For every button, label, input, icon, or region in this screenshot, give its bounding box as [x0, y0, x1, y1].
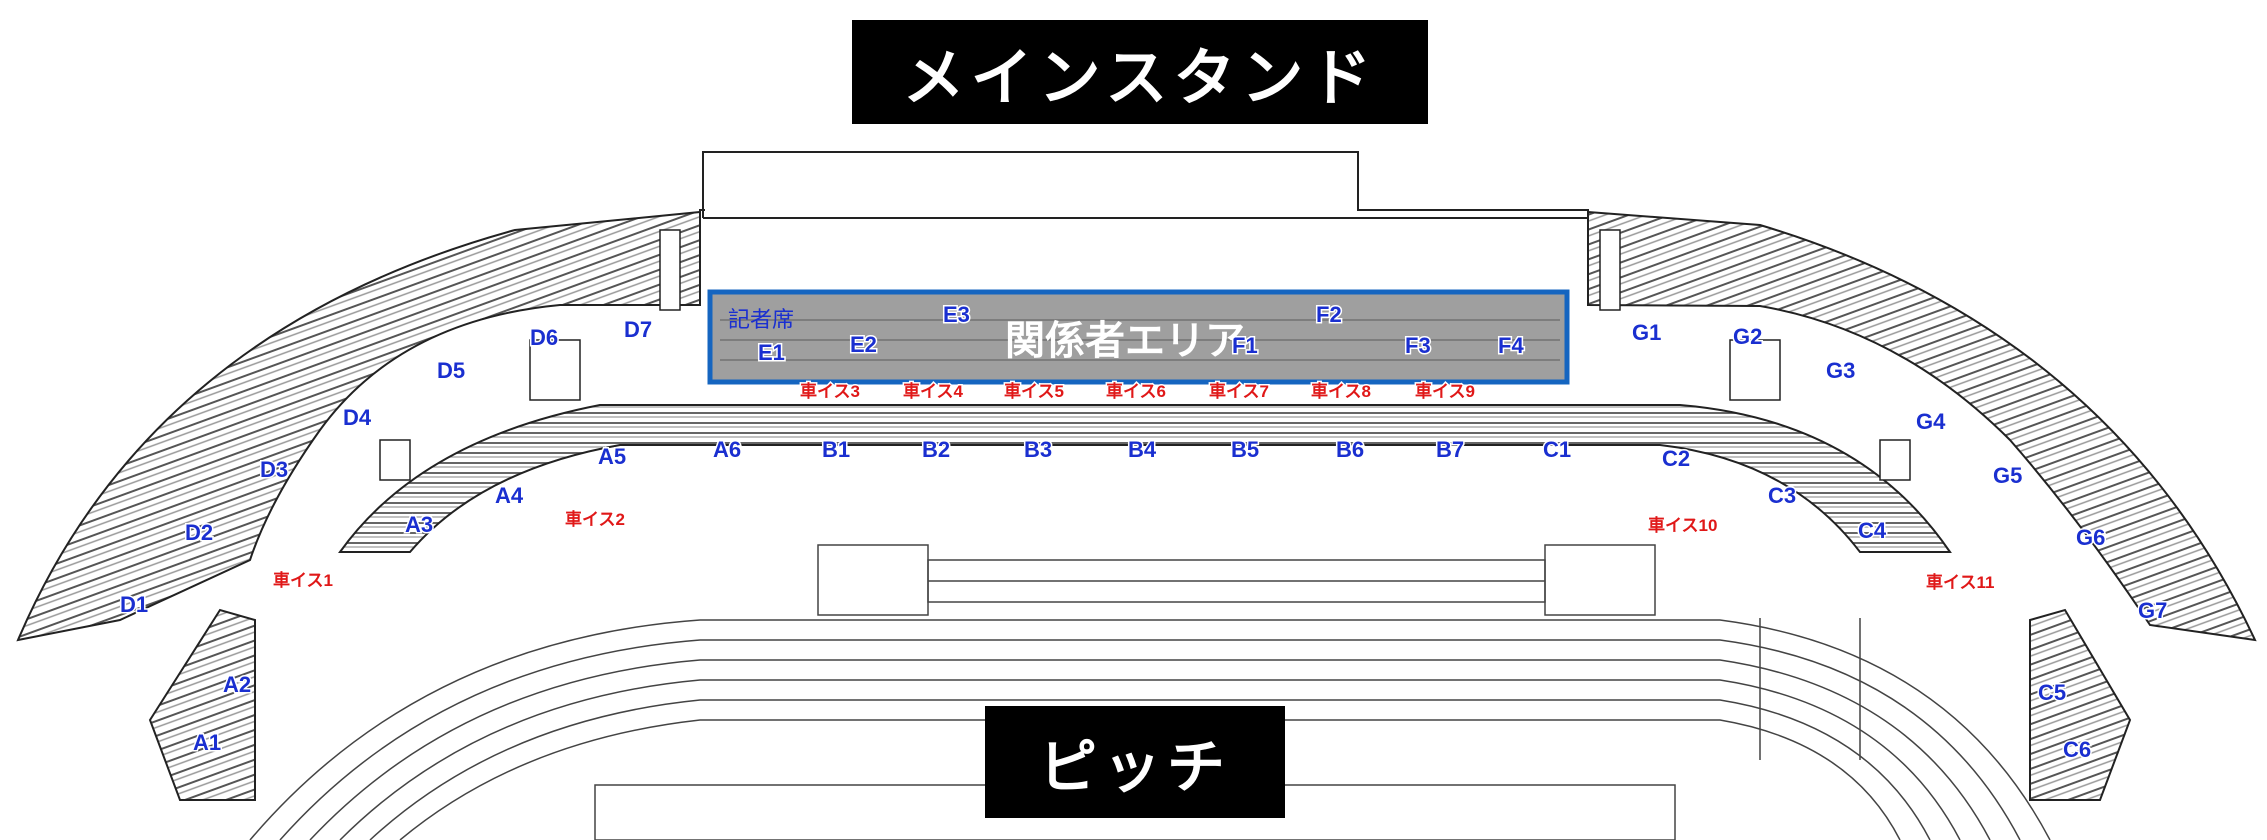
- block-label-F1: F1: [1232, 333, 1258, 358]
- block-label-E2: E2: [850, 332, 877, 357]
- block-label-B3: B3: [1024, 437, 1052, 462]
- block-label-G5: G5: [1993, 463, 2022, 488]
- wheelchair-label-6: 車イス6: [1106, 381, 1166, 401]
- press-seat-label: 記者席: [728, 308, 794, 333]
- block-label-D2: D2: [185, 520, 213, 545]
- staff-area-seats: [720, 319, 1560, 361]
- block-label-G1: G1: [1632, 320, 1661, 345]
- block-label-G7: G7: [2138, 598, 2167, 623]
- block-label-A1: A1: [193, 730, 221, 755]
- block-label-E1: E1: [758, 340, 785, 365]
- wheelchair-label-7: 車イス7: [1209, 381, 1269, 401]
- block-label-D4: D4: [343, 405, 372, 430]
- block-label-A2: A2: [223, 672, 251, 697]
- block-label-C6: C6: [2063, 737, 2091, 762]
- upper-deck: [16, 210, 2257, 642]
- block-label-C2: C2: [1662, 446, 1690, 471]
- block-label-C3: C3: [1768, 483, 1796, 508]
- staff-area-label: 関係者エリア: [1005, 318, 1245, 364]
- block-label-F3: F3: [1405, 333, 1431, 358]
- block-label-A4: A4: [495, 483, 524, 508]
- block-label-B1: B1: [822, 437, 850, 462]
- block-label-A5: A5: [598, 444, 626, 469]
- wheelchair-label-1: 車イス1: [273, 570, 333, 590]
- block-label-A6: A6: [713, 437, 741, 462]
- wheelchair-label-11: 車イス11: [1926, 572, 1994, 592]
- wheelchair-label-2: 車イス2: [565, 509, 625, 529]
- block-label-B6: B6: [1336, 437, 1364, 462]
- wheelchair-label-4: 車イス4: [903, 381, 963, 401]
- block-label-D3: D3: [260, 457, 288, 482]
- block-label-B2: B2: [922, 437, 950, 462]
- wheelchair-label-3: 車イス3: [800, 381, 860, 401]
- block-label-C1: C1: [1543, 437, 1571, 462]
- block-label-D7: D7: [624, 317, 652, 342]
- block-label-F4: F4: [1498, 333, 1524, 358]
- block-label-G4: G4: [1916, 409, 1946, 434]
- main-stand-title: メインスタンド: [852, 20, 1428, 124]
- block-label-D6: D6: [530, 325, 558, 350]
- block-label-D5: D5: [437, 358, 465, 383]
- wheelchair-label-9: 車イス9: [1415, 381, 1475, 401]
- block-label-C5: C5: [2038, 680, 2066, 705]
- wheelchair-label-10: 車イス10: [1648, 515, 1717, 535]
- aisles: [379, 229, 1911, 481]
- block-label-G3: G3: [1826, 358, 1855, 383]
- staff-area-highlight: [707, 289, 1570, 385]
- block-label-B5: B5: [1231, 437, 1259, 462]
- block-label-C4: C4: [1858, 518, 1887, 543]
- block-label-G6: G6: [2076, 525, 2105, 550]
- stand-building: [699, 151, 1589, 300]
- corner-blocks: [148, 608, 2132, 801]
- block-label-D1: D1: [120, 592, 148, 617]
- block-label-F2: F2: [1316, 302, 1342, 327]
- block-label-B4: B4: [1128, 437, 1157, 462]
- block-label-E3: E3: [943, 302, 970, 327]
- block-label-A3: A3: [405, 512, 433, 537]
- wheelchair-label-5: 車イス5: [1004, 381, 1064, 401]
- wheelchair-label-8: 車イス8: [1311, 381, 1371, 401]
- block-label-B7: B7: [1436, 437, 1464, 462]
- pitch-area: [249, 544, 2051, 840]
- block-label-G2: G2: [1733, 324, 1762, 349]
- lower-deck: [338, 404, 1952, 553]
- pitch-title: ピッチ: [985, 706, 1285, 818]
